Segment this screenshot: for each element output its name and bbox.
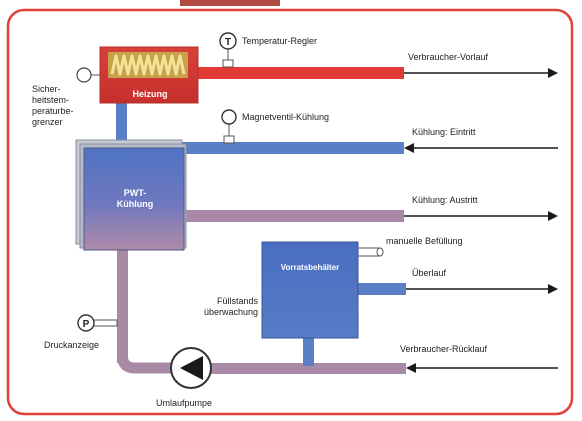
sicherheitstemperaturbegrenzer-gauge-icon: [76, 67, 92, 83]
druckanzeige-gauge-icon: [77, 314, 95, 332]
pump-direction-icon: [180, 356, 203, 380]
vorlauf-pipe: [198, 67, 404, 79]
pwt-heat-exchanger: [75, 139, 187, 251]
ueberlauf-pipe: [356, 283, 406, 295]
sicherheitstemperaturbegrenzer-label: Sicher- heitstem- peraturbe- grenzer: [32, 84, 74, 127]
heizung-label: Heizung: [132, 89, 168, 99]
magnetventil-kuehlung-label: Magnetventil-Kühlung: [242, 112, 330, 122]
bottom-loop-pipe: [117, 340, 172, 374]
temperatur-regler-gauge-icon: [219, 32, 237, 50]
arrows: [404, 68, 558, 373]
kuehlung-eintritt-label: Kühlung: Eintritt: [412, 127, 476, 137]
ruecklauf-pipe: [210, 363, 406, 374]
kuehlung-austritt-label: Kühlung: Austritt: [412, 195, 478, 205]
druckanzeige-label: Druckanzeige: [44, 340, 100, 350]
magnetventil-gauge-icon: [221, 109, 237, 125]
pressure-gauge-symbol: P: [83, 319, 90, 330]
manuelle-befuellung-label: manuelle Befüllung: [386, 236, 463, 246]
kuehlung-austritt-pipe: [184, 210, 404, 222]
fuellstandsueberwachung-label: Füllstands überwachung: [203, 296, 258, 317]
umlaufpumpe-label: Umlaufpumpe: [156, 398, 213, 408]
photo-strip: [180, 0, 280, 6]
druckanzeige-connector: [93, 319, 118, 327]
ueberlauf-label: Überlauf: [412, 268, 447, 278]
pwt-kuehlung-label: PWT- Kühlung: [116, 188, 154, 209]
heating-coil-icon: [110, 54, 186, 76]
temp-gauge-symbol: T: [225, 37, 231, 48]
verbraucher-vorlauf-label: Verbraucher-Vorlauf: [408, 52, 489, 62]
heizung-pwt-pipe: [116, 100, 127, 155]
tank-connection-pipe: [303, 336, 314, 366]
verbraucher-ruecklauf-label: Verbraucher-Rücklauf: [400, 344, 488, 354]
pwt-down-pipe: [117, 248, 128, 363]
vorratsbehaelter-label: Vorratsbehälter: [280, 263, 340, 272]
vorratsbehaelter-tank: [261, 241, 359, 339]
temperatur-regler-label: Temperatur-Regler: [242, 36, 318, 46]
